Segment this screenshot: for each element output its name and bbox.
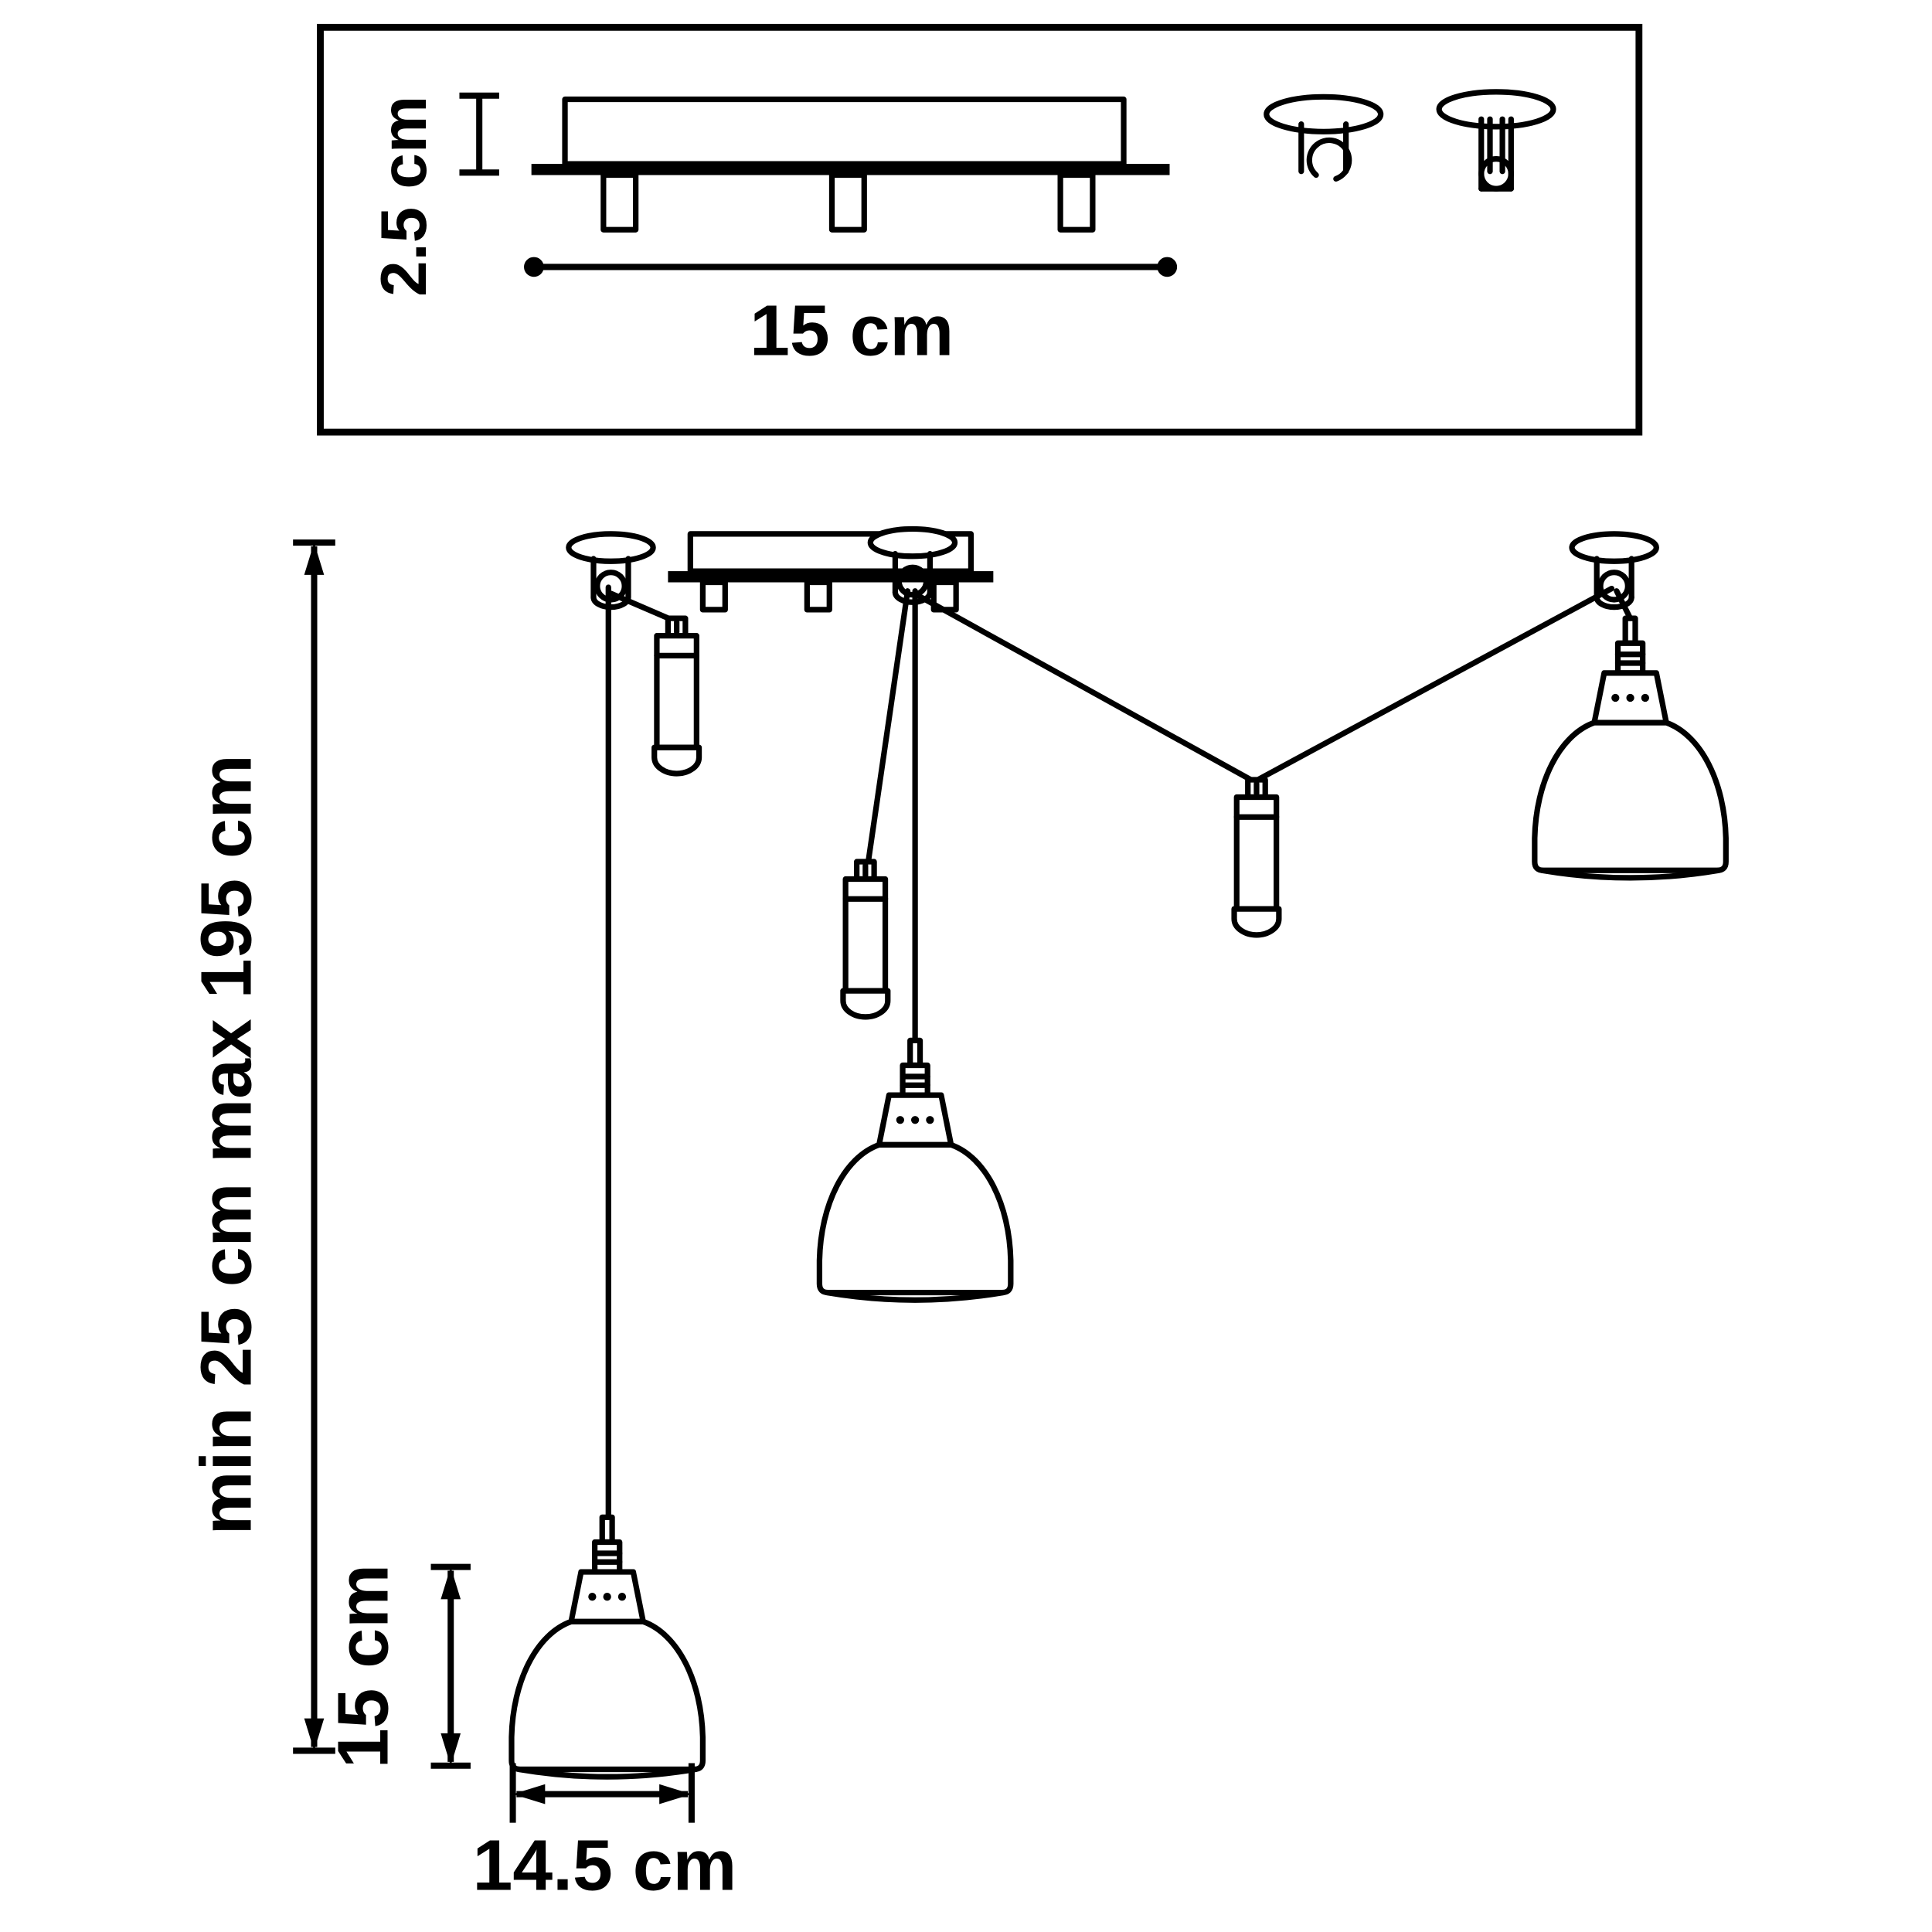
pendant-shade-left (512, 1517, 702, 1777)
canopy-height-dimension: 2.5 cm (367, 92, 499, 297)
canopy-plate (531, 164, 1170, 175)
canopy-stud-center (804, 579, 832, 613)
shade-width-dimension: 14.5 cm (473, 1763, 737, 1905)
pulley-wheel-icon (1478, 156, 1514, 192)
shade-width-label: 14.5 cm (473, 1825, 737, 1905)
canopy-stud-left (699, 579, 728, 613)
canopy-side-view (531, 96, 1170, 233)
cable-center-to-right-counterweight (916, 593, 1258, 785)
arrow-left-icon (512, 1784, 546, 1804)
spec-box-border (317, 23, 1643, 436)
hook-mount-ring (1264, 94, 1384, 134)
shade-height-dimension: 15 cm (322, 1563, 471, 1769)
hook-mount-detail (1264, 94, 1384, 182)
canopy-height-label: 2.5 cm (367, 96, 440, 297)
suspension-cables (605, 584, 1634, 1520)
shade-height-label: 15 cm (322, 1564, 403, 1768)
counterweight-right (1234, 780, 1279, 935)
ceiling-cup-right (1572, 534, 1656, 607)
spec-inset-box: 2.5 cm 15 cm (317, 23, 1643, 436)
arrow-down-icon (440, 1733, 461, 1766)
counterweight-center (843, 862, 888, 1017)
arrow-up-icon (304, 543, 325, 575)
arrow-down-icon (304, 1718, 325, 1751)
drop-range-dimension: min 25 cm max 195 cm (186, 539, 335, 1754)
pendant-shade-right (1535, 618, 1726, 878)
cable-center-to-counterweight (865, 588, 911, 867)
ceiling-hook-icon (1306, 137, 1352, 182)
mounting-stud-center (828, 172, 867, 233)
arrow-up-icon (440, 1566, 461, 1600)
mounting-stud-left (600, 172, 639, 233)
counterweight-left (655, 618, 699, 774)
cable-counterweight-to-right-cup (1254, 585, 1615, 783)
drop-range-label: min 25 cm max 195 cm (186, 754, 267, 1535)
canopy-length-dimension: 15 cm (524, 257, 1178, 371)
pulley-mount-ring (1436, 89, 1556, 130)
canopy-body (562, 96, 1127, 167)
canopy-length-label: 15 cm (750, 291, 954, 371)
pendant-fixture-drawing: min 25 cm max 195 cm 15 cm 14.5 cm (186, 529, 1726, 1905)
pendant-shade-center (819, 1040, 1010, 1300)
pulley-mount-detail (1436, 89, 1556, 192)
arrow-right-icon (659, 1784, 692, 1804)
canopy-plate-front (668, 571, 994, 583)
mounting-stud-right (1057, 172, 1096, 233)
